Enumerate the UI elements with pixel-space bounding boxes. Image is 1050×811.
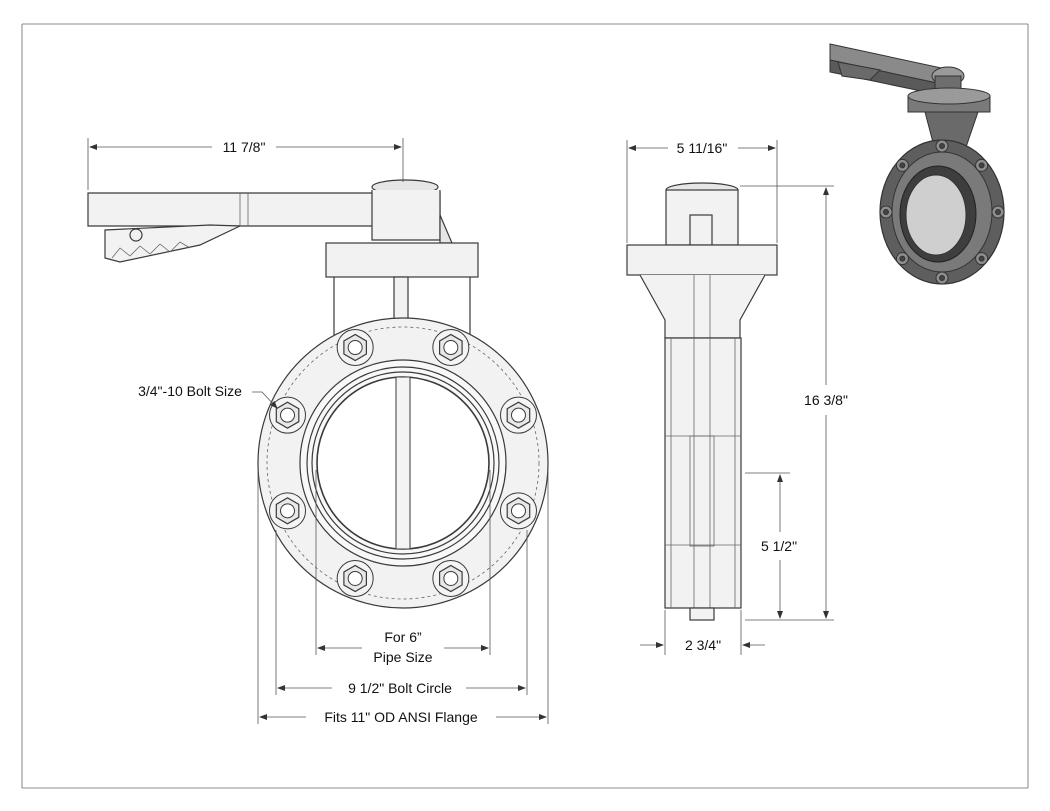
- bolt-circle-label: 9 1/2" Bolt Circle: [348, 680, 452, 696]
- dim-bolt-circle: 9 1/2" Bolt Circle: [275, 530, 528, 696]
- dim-center-height: 5 1/2": [745, 472, 797, 619]
- bolt-hole: [280, 407, 296, 423]
- side-body: [664, 337, 742, 609]
- mounting-pad: [325, 242, 479, 278]
- disc-stem: [395, 376, 411, 550]
- bolt-lugs: [269, 329, 537, 597]
- bolt-hole: [510, 503, 526, 519]
- handle: [87, 179, 453, 263]
- face-to-face-label: 2 3/4": [685, 637, 721, 653]
- dim-face-to-face: 2 3/4": [640, 610, 765, 655]
- iso-bolt-hole: [939, 143, 945, 149]
- pipe-size-label-1: For 6”: [384, 629, 422, 645]
- bolt-hole: [510, 407, 526, 423]
- side-width-label: 5 11/16": [677, 140, 728, 156]
- iso-bolt-hole: [978, 255, 985, 262]
- handle-length-label: 11 7/8": [223, 139, 266, 155]
- dim-bolt-size: 3/4"-10 Bolt Size: [138, 383, 278, 409]
- bolt-hole: [280, 503, 296, 519]
- bolt-hole: [347, 570, 363, 586]
- iso-bolt-hole: [899, 162, 906, 169]
- iso-bolt-hole: [939, 275, 945, 281]
- bolt-size-label: 3/4"-10 Bolt Size: [138, 383, 242, 399]
- isometric-valve-render: [829, 43, 1005, 285]
- dim-side-width: 5 11/16": [626, 140, 778, 243]
- flange-label: Fits 11" OD ANSI Flange: [324, 709, 478, 725]
- iso-bolt-hole: [899, 255, 906, 262]
- bolt-hole: [443, 340, 459, 356]
- iso-bolt-hole: [995, 209, 1001, 215]
- pipe-size-label-2: Pipe Size: [373, 649, 432, 665]
- center-height-label: 5 1/2": [761, 538, 797, 554]
- bolt-hole: [347, 340, 363, 356]
- dim-flange: Fits 11" OD ANSI Flange: [257, 470, 549, 725]
- iso-bolt-hole: [978, 162, 985, 169]
- dim-pipe-size: For 6” Pipe Size: [315, 470, 491, 665]
- dim-handle-length: 11 7/8": [87, 138, 404, 190]
- side-mounting-pad: [626, 244, 778, 276]
- front-view: 11 7/8" 3/4"-10 Bolt Size For 6” Pipe Si…: [87, 138, 549, 725]
- drawing-frame: [21, 23, 1029, 789]
- dim-overall-height: 16 3/8": [740, 185, 848, 621]
- side-view: 5 11/16" 16 3/8" 5 1/2" 2 3/4": [626, 140, 848, 655]
- overall-height-label: 16 3/8": [804, 392, 848, 408]
- iso-bolt-hole: [883, 209, 889, 215]
- bolt-hole: [443, 570, 459, 586]
